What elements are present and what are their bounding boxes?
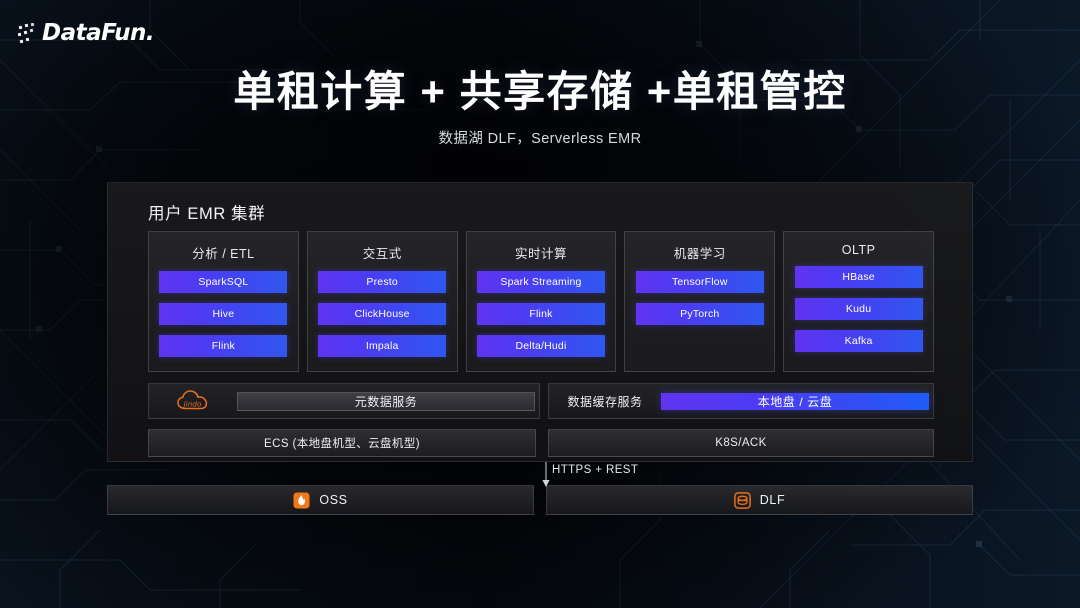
engine-chip[interactable]: Spark Streaming <box>476 271 605 293</box>
engine-chip[interactable]: Delta/Hudi <box>476 335 605 357</box>
service-row: jindo 元数据服务 数据缓存服务 本地盘 / 云盘 <box>148 383 934 419</box>
oss-label: OSS <box>319 493 348 507</box>
dlf-icon <box>733 491 751 509</box>
engine-chip[interactable]: HBase <box>794 266 923 288</box>
cache-service-group: 数据缓存服务 本地盘 / 云盘 <box>548 383 934 419</box>
brand-logo: DataFun. <box>18 20 155 46</box>
engine-chip[interactable]: Kudu <box>794 298 923 320</box>
emr-panel-title: 用户 EMR 集群 <box>148 205 266 223</box>
column-title: OLTP <box>841 243 876 257</box>
ecs-box[interactable]: ECS (本地盘机型、云盘机型) <box>148 429 536 457</box>
engine-chip[interactable]: Flink <box>476 303 605 325</box>
column-title: 交互式 <box>362 247 402 261</box>
infrastructure-row: ECS (本地盘机型、云盘机型) K8S/ACK <box>148 429 934 457</box>
metadata-service-group: jindo 元数据服务 <box>148 383 540 419</box>
engine-chip[interactable]: Kafka <box>794 330 923 352</box>
column-title: 分析 / ETL <box>192 247 255 261</box>
svg-text:jindo: jindo <box>182 400 201 409</box>
engine-chip[interactable]: Flink <box>159 335 288 357</box>
dlf-label: DLF <box>759 493 786 507</box>
k8s-ack-box[interactable]: K8S/ACK <box>548 429 934 457</box>
engine-chip[interactable]: TensorFlow <box>635 271 764 293</box>
metadata-service-box[interactable]: 元数据服务 <box>237 391 535 411</box>
brand-name: DataFun. <box>42 20 155 46</box>
cache-service-label: 数据缓存服务 <box>567 394 643 409</box>
connector-label: HTTPS + REST <box>552 464 639 476</box>
engine-chip[interactable]: Hive <box>159 303 288 325</box>
page-subtitle: 数据湖 DLF，Serverless EMR <box>438 131 642 148</box>
oss-flame-icon <box>293 492 310 508</box>
engine-chip[interactable]: ClickHouse <box>318 303 447 325</box>
engine-chip[interactable]: SparkSQL <box>159 271 288 293</box>
engine-chip[interactable]: PyTorch <box>635 303 764 325</box>
jindo-cloud-icon: jindo <box>149 389 237 413</box>
page-title: 单租计算 + 共享存储 +单租管控 <box>233 68 847 115</box>
column-title: 实时计算 <box>514 247 567 261</box>
oss-bar[interactable]: OSS <box>107 485 534 515</box>
column-title: 机器学习 <box>673 247 726 261</box>
dot-matrix-icon <box>18 22 35 43</box>
dlf-bar[interactable]: DLF <box>546 485 973 515</box>
engine-chip[interactable]: Presto <box>318 271 447 293</box>
engine-chip[interactable]: Impala <box>318 335 447 357</box>
down-arrow-icon <box>542 462 550 487</box>
heading-block: 单租计算 + 共享存储 +单租管控 数据湖 DLF，Serverless EMR <box>0 68 1080 148</box>
disk-bar[interactable]: 本地盘 / 云盘 <box>661 392 929 410</box>
